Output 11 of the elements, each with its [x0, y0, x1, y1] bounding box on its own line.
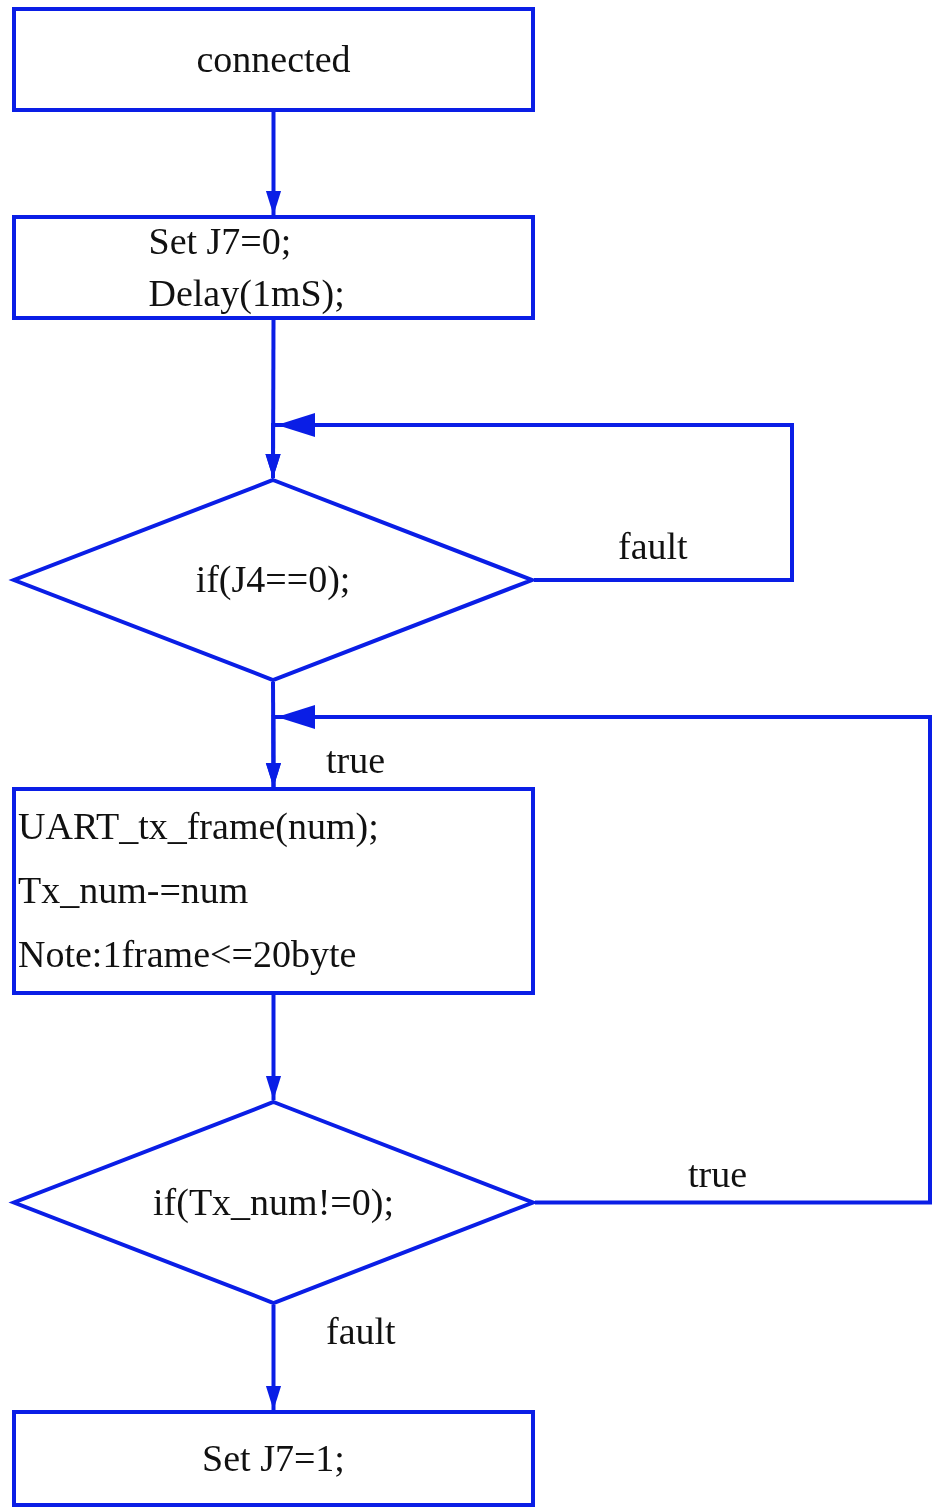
condition-text: if(J4==0);	[195, 557, 351, 603]
step-text: Note:1frame<=20byte	[18, 932, 357, 978]
process-box	[12, 1410, 535, 1507]
step-text: Tx_num-=num	[18, 868, 249, 914]
step-text: connected	[196, 36, 351, 82]
process-box	[12, 787, 535, 995]
step-text: Set J7=0; Delay(1mS);	[148, 219, 346, 316]
step-text: UART_tx_frame(num);	[18, 804, 379, 850]
step-text: Set J7=1;	[202, 1435, 345, 1481]
process-box	[12, 215, 535, 320]
process-box	[12, 7, 535, 112]
